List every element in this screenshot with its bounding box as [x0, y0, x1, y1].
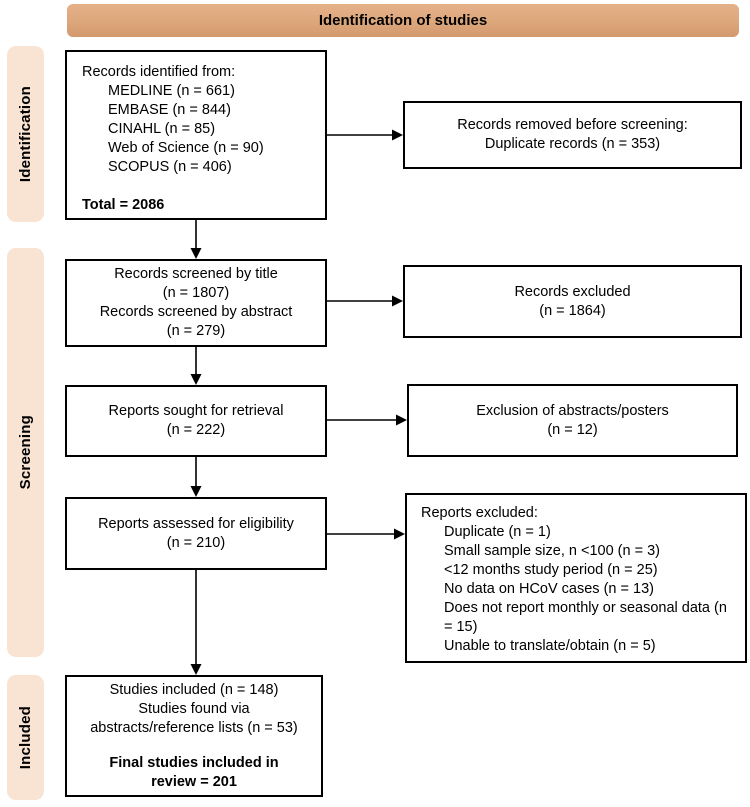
source-embase: EMBASE (n = 844) [108, 102, 231, 118]
records-removed-duplicates: Duplicate records (n = 353) [484, 136, 661, 152]
records-screened-abstract-line: Records screened by abstract [99, 304, 293, 320]
records-screened-line: Records screened by title [114, 266, 278, 282]
box-reports-sought: Reports sought for retrieval (n = 222) [65, 385, 327, 457]
box-reports-excluded: Reports excluded: Duplicate (n = 1) Smal… [405, 493, 747, 663]
reports-assessed-line: Reports assessed for eligibility [98, 515, 294, 532]
arrow-assessed-to-included [190, 570, 202, 675]
stage-bar-identification: Identification [7, 46, 44, 222]
abstracts-excluded-line: Exclusion of abstracts/posters [476, 402, 669, 419]
stage-bar-screening: Screening [7, 248, 44, 657]
reports-sought-line: Reports sought for retrieval [108, 403, 284, 419]
records-identified-intro: Records identified from: [82, 64, 236, 80]
source-cinahl: CINAHL (n = 85) [108, 121, 216, 137]
stage-label-included: Included [17, 705, 34, 770]
box-reports-assessed: Reports assessed for eligibility (n = 21… [65, 497, 327, 570]
final-studies-line2: review = 201 [151, 773, 237, 790]
reason-duplicate: Duplicate (n = 1) [444, 524, 551, 540]
arrow-screened-to-excluded [327, 295, 403, 307]
reports-excluded-intro: Reports excluded: [421, 505, 538, 521]
reason-no-hcov-data: No data on HCoV cases (n = 13) [444, 581, 654, 597]
arrow-sought-to-assessed [190, 457, 202, 497]
records-identified-total: Total = 2086 [82, 197, 165, 213]
box-studies-included: Studies included (n = 148) Studies found… [65, 675, 323, 797]
studies-found-via-line: Studies found via [138, 700, 250, 717]
box-records-removed: Records removed before screening: Duplic… [403, 101, 742, 169]
source-medline: MEDLINE (n = 661) [108, 83, 235, 99]
final-studies-line1: Final studies included in [109, 754, 279, 771]
arrow-screened-to-sought [190, 347, 202, 385]
studies-included-line: Studies included (n = 148) [109, 681, 279, 698]
arrow-assessed-to-reports-excluded [327, 528, 405, 540]
reason-unable-translate: Unable to translate/obtain (n = 5) [444, 638, 656, 654]
records-screened-count-abstract: (n = 279) [166, 323, 226, 339]
arrow-sought-to-abstracts-excluded [327, 414, 407, 426]
arrow-identified-to-screened [190, 220, 202, 259]
records-excluded-count: (n = 1864) [539, 302, 606, 319]
records-removed-line: Records removed before screening: [457, 117, 688, 133]
records-excluded-line: Records excluded [514, 283, 631, 300]
records-screened-count-title: (n = 1807) [162, 285, 230, 301]
reason-small-sample: Small sample size, n <100 (n = 3) [444, 543, 660, 559]
studies-reference-lists-line: abstracts/reference lists (n = 53) [90, 719, 298, 736]
box-records-screened: Records screened by title (n = 1807) Rec… [65, 259, 327, 347]
reason-short-period: <12 months study period (n = 25) [444, 562, 658, 578]
banner-identification-of-studies: Identification of studies [67, 4, 739, 37]
banner-title: Identification of studies [318, 12, 488, 29]
box-records-identified: Records identified from: MEDLINE (n = 66… [65, 50, 327, 220]
source-web-of-science: Web of Science (n = 90) [108, 140, 264, 156]
reason-no-monthly-data: Does not report monthly or seasonal data… [444, 600, 727, 635]
reports-sought-count: (n = 222) [166, 422, 226, 438]
arrow-identified-to-removed [327, 129, 403, 141]
reports-assessed-count: (n = 210) [166, 534, 226, 551]
stage-bar-included: Included [7, 675, 44, 800]
stage-label-identification: Identification [17, 85, 34, 183]
stage-label-screening: Screening [17, 415, 34, 490]
source-scopus: SCOPUS (n = 406) [108, 159, 232, 175]
abstracts-excluded-count: (n = 12) [547, 421, 598, 438]
box-abstracts-excluded: Exclusion of abstracts/posters (n = 12) [407, 384, 738, 457]
box-records-excluded: Records excluded (n = 1864) [403, 265, 742, 338]
